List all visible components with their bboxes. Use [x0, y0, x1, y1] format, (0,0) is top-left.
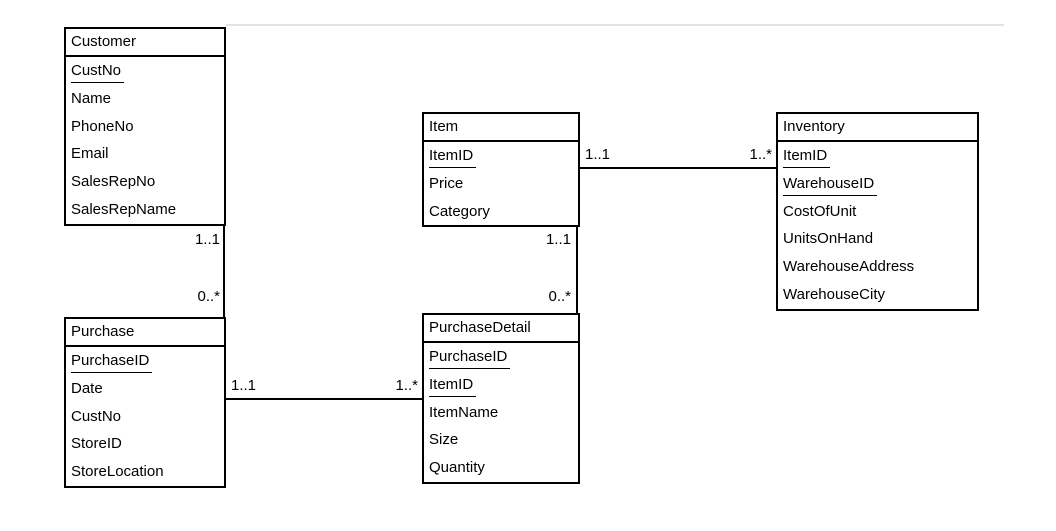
- attribute-row: StoreID: [71, 435, 122, 453]
- cardinality-label: 1..*: [395, 377, 418, 394]
- entity-item: Item ItemID Price Category: [422, 112, 580, 228]
- cardinality-label: 1..1: [545, 231, 571, 248]
- attribute-row: Email: [71, 145, 109, 163]
- attribute-row: Category: [429, 202, 490, 220]
- attribute-row: SalesRepName: [71, 200, 177, 218]
- entity-customer-title: Customer: [66, 29, 224, 57]
- attribute-row: WarehouseCity: [783, 285, 885, 303]
- entity-purchasedetail-title: PurchaseDetail: [424, 315, 578, 343]
- attribute-row: UnitsOnHand: [783, 230, 874, 248]
- connector-customer-purchase: [223, 225, 225, 317]
- entity-inventory: Inventory ItemID WarehouseID CostOfUnit …: [776, 112, 979, 311]
- entity-item-title: Item: [424, 114, 578, 142]
- connector-item-inventory: [580, 167, 776, 169]
- attribute-row: WarehouseAddress: [783, 258, 915, 276]
- attribute-row: StoreLocation: [71, 463, 164, 481]
- attribute-row: ItemID: [778, 142, 977, 170]
- attribute-row: ItemID: [424, 142, 578, 170]
- connector-purchase-purchasedetail: [226, 398, 422, 400]
- attribute-row: SalesRepNo: [71, 173, 156, 191]
- cardinality-label: 1..*: [749, 146, 772, 163]
- cardinality-label: 0..*: [548, 288, 571, 305]
- attribute-row: CustNo: [71, 407, 122, 425]
- attribute-row: ItemName: [429, 403, 499, 421]
- cardinality-label: 1..1: [231, 377, 257, 394]
- attribute-row: Date: [71, 379, 103, 397]
- attribute-row: Quantity: [429, 459, 485, 477]
- attribute-row: Price: [429, 174, 464, 192]
- attribute-row: PhoneNo: [71, 117, 134, 135]
- entity-inventory-title: Inventory: [778, 114, 977, 142]
- entity-purchase-title: Purchase: [66, 319, 224, 347]
- attribute-row: CostOfUnit: [783, 202, 857, 220]
- attribute-row: Name: [71, 89, 112, 107]
- attribute-row: PurchaseID: [424, 343, 578, 371]
- entity-purchasedetail: PurchaseDetail PurchaseID ItemID ItemNam…: [422, 313, 580, 484]
- attribute-row: PurchaseID: [66, 347, 224, 375]
- cardinality-label: 1..1: [194, 231, 220, 248]
- entity-purchase: Purchase PurchaseID Date CustNo StoreID …: [64, 317, 226, 488]
- attribute-row: WarehouseID: [778, 170, 977, 198]
- cardinality-label: 1..1: [585, 146, 611, 163]
- cardinality-label: 0..*: [197, 288, 220, 305]
- attribute-row: CustNo: [66, 57, 224, 85]
- attribute-row: ItemID: [424, 371, 578, 399]
- connector-item-purchasedetail: [576, 227, 578, 313]
- entity-customer: Customer CustNo Name PhoneNo Email Sales…: [64, 27, 226, 226]
- document-grid-line: [226, 24, 1004, 26]
- attribute-row: Size: [429, 431, 459, 449]
